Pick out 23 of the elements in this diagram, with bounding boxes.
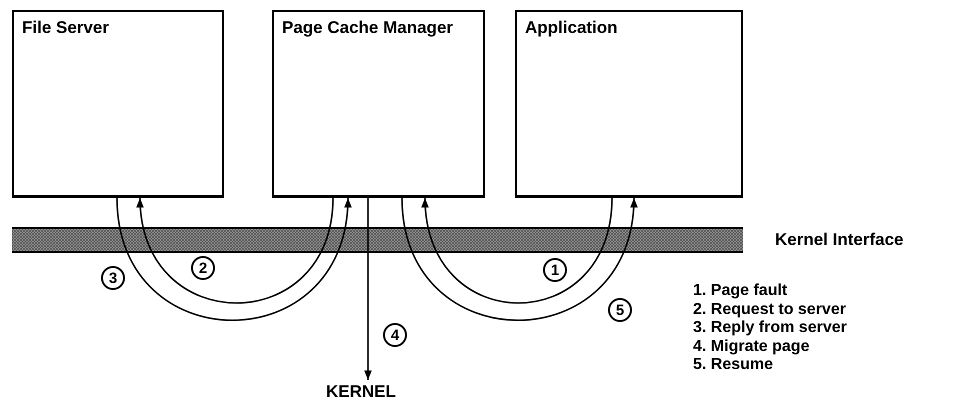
arrow: [401, 198, 637, 321]
arrow: [116, 198, 351, 321]
process-box: [272, 10, 485, 198]
node-label: KERNEL: [326, 382, 396, 402]
step-number: 3: [101, 266, 125, 290]
band-label: Kernel Interface: [775, 230, 904, 250]
step-number: 2: [191, 256, 215, 280]
arrow: [364, 198, 372, 380]
step-description: 2. Request to server: [693, 300, 847, 319]
process-box: [515, 10, 743, 198]
step-description: 4. Migrate page: [693, 338, 810, 356]
arrow: [422, 198, 613, 304]
step-description: 5. Resume: [693, 356, 774, 374]
arrow: [137, 198, 334, 304]
step-number: 4: [383, 323, 407, 347]
step-number: 5: [608, 298, 632, 322]
step-description: 1. Page fault: [693, 282, 788, 300]
step-description: 3. Reply from server: [693, 319, 847, 338]
box-title: Page Cache Manager: [282, 18, 454, 37]
step-number: 1: [543, 258, 567, 282]
box-title: File Server: [22, 18, 110, 37]
box-title: Application: [525, 18, 619, 37]
process-box: [12, 10, 224, 198]
